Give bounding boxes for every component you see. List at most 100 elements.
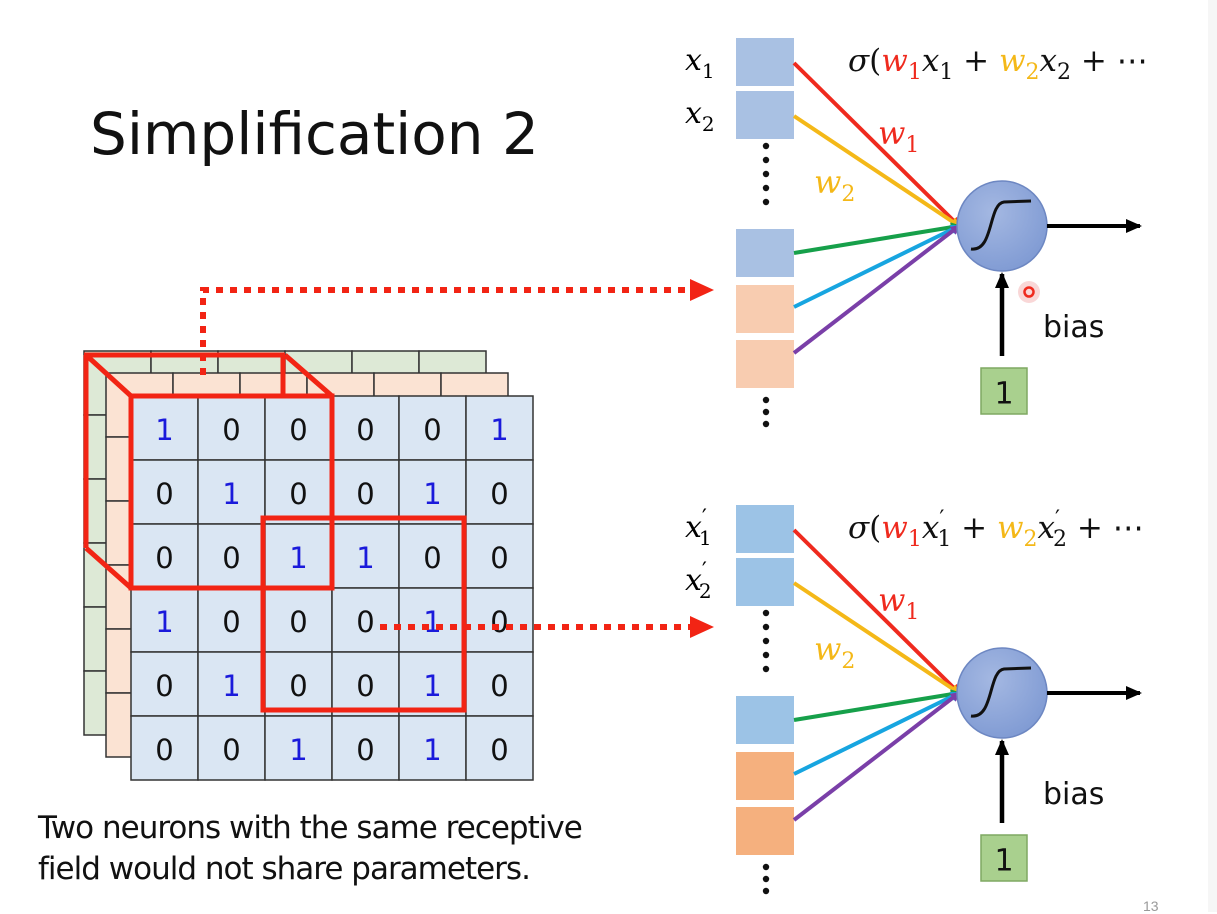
- grid-cell-value: 1: [155, 413, 173, 447]
- weight-edge: [792, 224, 961, 355]
- neuron-formula: σ(w1x1 + w2x2 + ⋯: [848, 43, 1148, 85]
- grid-cell-value: 0: [155, 477, 173, 511]
- weight-edge-w1: [792, 61, 961, 228]
- neuron-body: [956, 647, 1048, 739]
- input-unit: [736, 38, 794, 86]
- input-unit: [736, 91, 794, 139]
- grid-cell: [264, 651, 333, 717]
- slide-title: Simplification 2: [90, 100, 539, 168]
- grid-cell-value: 0: [155, 733, 173, 767]
- grid-cell-value: 0: [490, 477, 508, 511]
- grid-cell: [264, 395, 333, 461]
- grid-cell-value: 0: [356, 413, 374, 447]
- ellipsis-dot: [762, 420, 770, 428]
- grid-cell-value: 1: [222, 669, 240, 703]
- receptive-field-1-edge: [84, 353, 133, 398]
- grid-cell-value: 0: [289, 605, 307, 639]
- weight-edge-w2: [792, 114, 961, 228]
- grid-cell-value: 1: [423, 733, 441, 767]
- grid-cell: [264, 715, 333, 781]
- grid-cell-value: 0: [490, 733, 508, 767]
- bias-label: bias: [1043, 310, 1104, 345]
- ellipsis-dot: [762, 142, 770, 150]
- grid-cell: [465, 395, 534, 461]
- grid-cell-value: 1: [356, 541, 374, 575]
- grid-cell-value: 0: [289, 413, 307, 447]
- weight-edge-w2: [792, 581, 961, 695]
- bias-input-value: 1: [994, 844, 1013, 879]
- receptive-field-1-front: [128, 393, 335, 591]
- grid-cell-value: 0: [222, 605, 240, 639]
- grid-cell-value: 0: [222, 733, 240, 767]
- grid-cell-value: 1: [155, 605, 173, 639]
- ellipsis-dot: [762, 396, 770, 404]
- grid-cell: [331, 651, 400, 717]
- input-unit: [736, 229, 794, 277]
- ellipsis-dot: [762, 156, 770, 164]
- weight-label-w2: w2: [814, 163, 855, 207]
- grid-cell-value: 0: [423, 541, 441, 575]
- sigmoid-icon: [970, 666, 1032, 718]
- laser-pointer-icon: [1018, 281, 1040, 303]
- ellipsis-dot: [762, 609, 770, 617]
- grid-cell: [465, 651, 534, 717]
- input-unit: [736, 558, 794, 606]
- grid-cell: [465, 587, 534, 653]
- grid-cell: [197, 523, 266, 589]
- ellipsis-dot: [762, 875, 770, 883]
- grid-cell: [197, 587, 266, 653]
- ellipsis-dot: [762, 863, 770, 871]
- grid-cell-value: 1: [222, 477, 240, 511]
- sigmoid-icon: [970, 199, 1032, 251]
- receptive-fields: [83, 352, 467, 713]
- weight-edge: [792, 691, 961, 822]
- grid-cell-value: 0: [423, 413, 441, 447]
- weight-label-w1: w1: [878, 581, 919, 625]
- ellipsis-dot: [762, 198, 770, 206]
- ellipsis-dot: [762, 184, 770, 192]
- grid-cell-value: 1: [423, 605, 441, 639]
- grid-cell-value: 1: [289, 541, 307, 575]
- grid-cell-value: 0: [490, 541, 508, 575]
- caption-line-1: Two neurons with the same receptive: [38, 810, 583, 846]
- bias-label: bias: [1043, 777, 1104, 812]
- grid-cell-value: 0: [289, 477, 307, 511]
- grid-cell-value: 1: [423, 477, 441, 511]
- weight-edge: [793, 224, 961, 309]
- weight-edge: [793, 689, 961, 722]
- grid-cell: [130, 651, 199, 717]
- laser-glow: [1018, 281, 1040, 303]
- connector-top-line: [200, 287, 690, 375]
- grid-cell: [465, 715, 534, 781]
- grid-cell: [465, 523, 534, 589]
- grid-cell: [197, 651, 266, 717]
- grid-cell: [331, 715, 400, 781]
- slide-edge: [1208, 0, 1217, 912]
- grid-cell-value: 0: [155, 541, 173, 575]
- neuron-formula: σ(w1x′1 + w2x′2 + ⋯: [848, 507, 1144, 552]
- grid-cell-value: 1: [423, 669, 441, 703]
- receptive-field-2: [260, 515, 467, 713]
- connector-bottom-arrowhead: [690, 616, 714, 638]
- input-unit: [736, 696, 794, 744]
- ellipsis-dot: [762, 637, 770, 645]
- receptive-field-1-edge: [283, 353, 334, 398]
- ellipsis-dot: [762, 623, 770, 631]
- bias-input-value: 1: [994, 377, 1013, 412]
- grid-cell-value: 0: [356, 477, 374, 511]
- laser-dot: [1023, 286, 1035, 298]
- receptive-field-1-edge: [84, 546, 133, 590]
- grid-cell-value: 1: [289, 733, 307, 767]
- neuron-body: [956, 180, 1048, 272]
- grid-cell-value: 0: [356, 669, 374, 703]
- grid-cell-value: 0: [155, 669, 173, 703]
- grid-cell-value: 0: [356, 605, 374, 639]
- bias-input-box: [980, 834, 1028, 882]
- input-unit: [736, 807, 794, 855]
- input-unit: [736, 285, 794, 333]
- connector-top-arrowhead: [690, 279, 714, 301]
- input-label: x′2: [685, 559, 712, 603]
- grid-cell-value: 0: [222, 541, 240, 575]
